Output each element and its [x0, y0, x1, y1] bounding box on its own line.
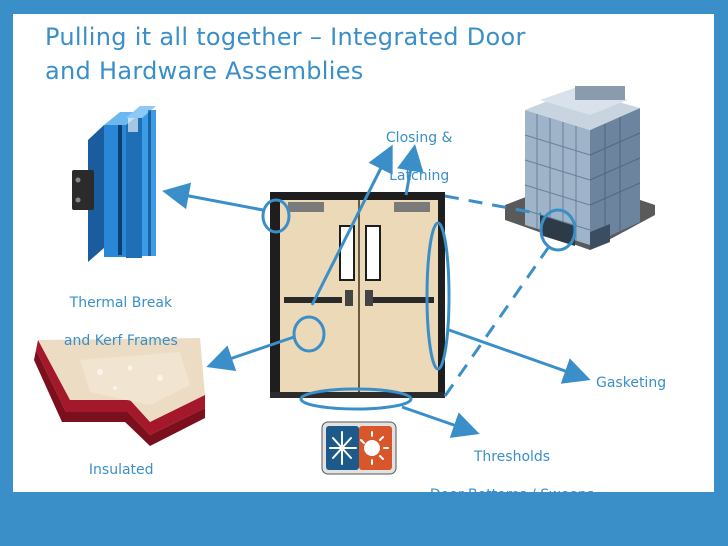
callout-arrows	[162, 144, 591, 438]
slide-title: Pulling it all together – Integrated Doo…	[45, 20, 526, 88]
insulated-core-label: Insulated Core Doors	[74, 442, 161, 518]
hot-cold-thermal-icon	[321, 421, 397, 475]
thermal-label-line-2: and Kerf Frames	[63, 333, 178, 349]
gasketing-label: Gasketing	[596, 375, 667, 391]
closing-label-line-2: Latching	[389, 168, 450, 184]
door-frame-profile-icon	[72, 106, 156, 262]
title-line-1: Pulling it all together – Integrated Doo…	[45, 23, 526, 51]
dashed-building-links	[443, 194, 550, 397]
closing-latching-label: Closing & Latching	[377, 110, 453, 186]
thresholds-label-line-1: Thresholds	[473, 449, 551, 465]
callout-circles	[261, 198, 577, 411]
title-line-2: and Hardware Assemblies	[45, 57, 364, 85]
office-building-icon	[505, 86, 655, 250]
double-door-icon	[270, 192, 445, 398]
thermal-label-line-1: Thermal Break	[69, 295, 173, 311]
thresholds-label: Thresholds Door Bottoms / Sweeps	[421, 429, 594, 505]
closing-label-line-1: Closing &	[385, 130, 453, 146]
insulated-label-line-2: Core Doors	[82, 500, 161, 516]
insulated-label-line-1: Insulated	[88, 462, 154, 478]
thresholds-label-line-2: Door Bottoms / Sweeps	[429, 487, 595, 503]
thermal-break-label: Thermal Break and Kerf Frames	[55, 275, 178, 351]
insulated-core-sample-icon	[34, 338, 205, 446]
